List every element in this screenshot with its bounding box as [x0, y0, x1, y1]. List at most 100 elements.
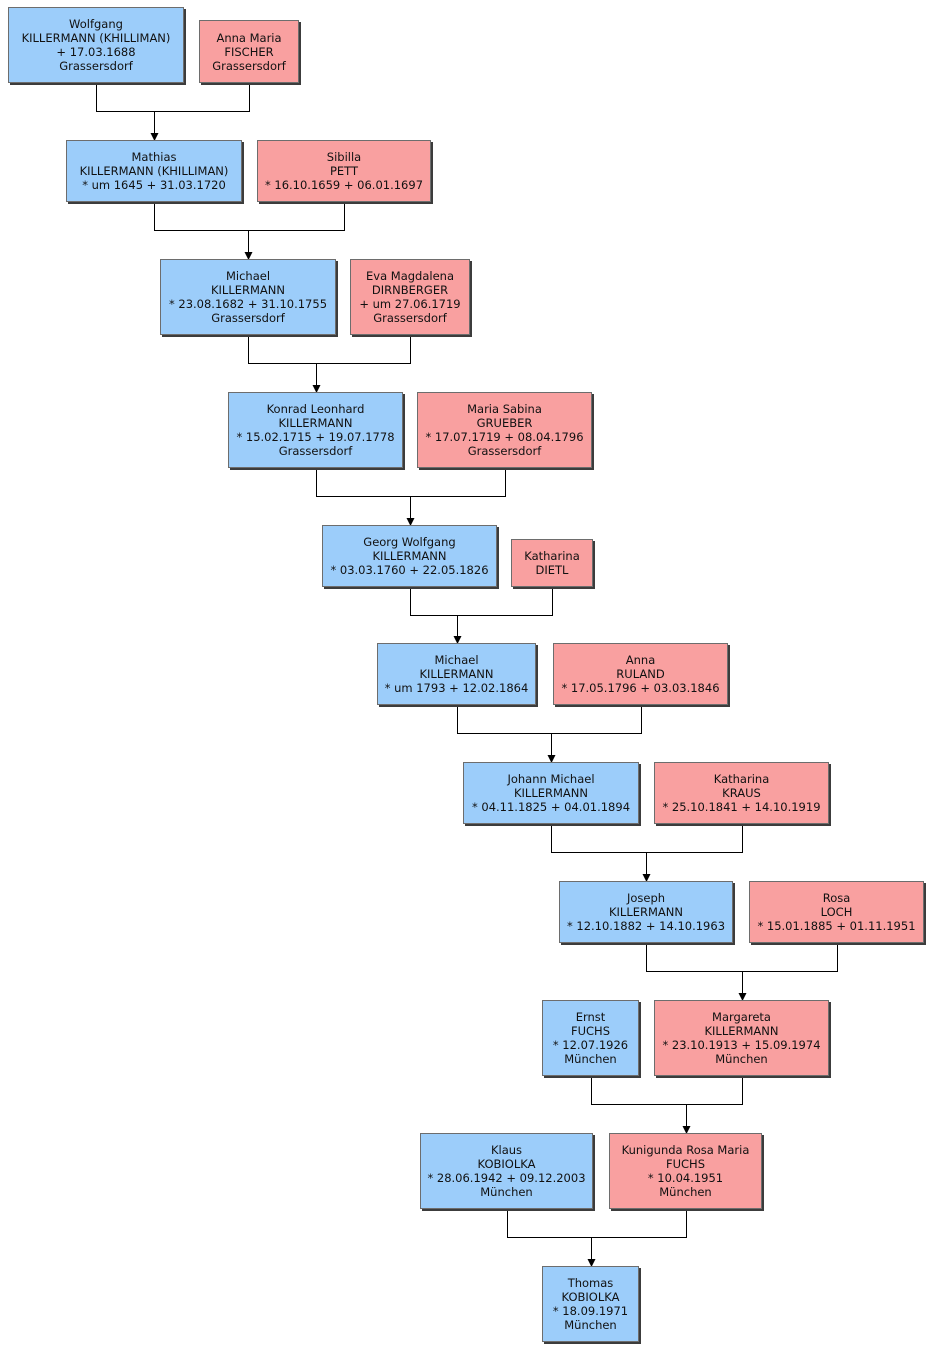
person-text-line: Sibilla — [326, 150, 362, 164]
person-text-line: Michael — [434, 653, 479, 667]
couple-connector — [591, 1076, 743, 1105]
person-text-line: KILLERMANN — [372, 549, 447, 563]
person-text-line: * 04.11.1825 + 04.01.1894 — [471, 800, 631, 814]
couple-connector — [316, 468, 506, 497]
person-text-line: * 12.10.1882 + 14.10.1963 — [566, 919, 726, 933]
person-text-line: Johann Michael — [507, 772, 595, 786]
person-text-line: GRUEBER — [476, 416, 533, 430]
person-text-line: LOCH — [820, 905, 853, 919]
person-text-line: + um 27.06.1719 — [359, 297, 461, 311]
person-text-line: KILLERMANN — [514, 786, 588, 800]
person-text-line: * um 1645 + 31.03.1720 — [82, 178, 226, 192]
couple-connector — [551, 824, 743, 853]
person-text-line: KILLERMANN — [609, 905, 683, 919]
person-text-line: * 23.08.1682 + 31.10.1755 — [168, 297, 328, 311]
person-text-line: München — [564, 1318, 617, 1332]
person-text-line: Mathias — [131, 150, 177, 164]
person-text-line: * 25.10.1841 + 14.10.1919 — [662, 800, 821, 814]
person-text-line: + 17.03.1688 — [56, 45, 136, 59]
person-text-line: PETT — [329, 164, 359, 178]
person-text-line: Grassersdorf — [59, 59, 133, 73]
person-text-line: Grassersdorf — [373, 311, 447, 325]
person-text-line: KILLERMANN — [211, 283, 285, 297]
person-text-line: KOBIOLKA — [561, 1290, 620, 1304]
person-text-line: Katharina — [713, 772, 770, 786]
person-text-line: Anna Maria — [216, 30, 282, 45]
person-text-line: * um 1793 + 12.02.1864 — [384, 681, 529, 695]
person-text-line: Grassersdorf — [211, 311, 285, 325]
person-text-line: KILLERMANN — [419, 667, 494, 681]
person-text-line: Joseph — [626, 891, 666, 905]
person-text-line: Grassersdorf — [467, 444, 542, 458]
person-text-line: KILLERMANN — [704, 1024, 779, 1038]
person-text-line: * 03.03.1760 + 22.05.1826 — [330, 563, 489, 577]
person-text-line: * 17.07.1719 + 08.04.1796 — [425, 430, 584, 444]
person-text-line: * 16.10.1659 + 06.01.1697 — [264, 178, 424, 192]
person-text-line: KRAUS — [722, 786, 761, 800]
person-text-line: * 17.05.1796 + 03.03.1846 — [561, 681, 720, 695]
person-text-line: * 18.09.1971 — [552, 1304, 629, 1318]
person-text-line: FISCHER — [224, 44, 274, 59]
couple-connector — [248, 335, 411, 364]
person-text-line: * 28.06.1942 + 09.12.2003 — [427, 1171, 586, 1185]
person-text-line: Maria Sabina — [467, 402, 542, 416]
couple-connector — [410, 587, 553, 616]
couple-connector — [646, 943, 838, 972]
person-text-line: München — [480, 1185, 533, 1199]
person-text-line: Ernst — [575, 1010, 606, 1024]
person-text-line: Thomas — [567, 1276, 614, 1290]
person-text-line: Georg Wolfgang — [363, 535, 456, 549]
person-text-line: Rosa — [822, 891, 851, 905]
person-text-line: DIETL — [535, 563, 569, 577]
person-text-line: * 12.07.1926 — [552, 1038, 629, 1052]
person-text-line: Eva Magdalena — [366, 269, 454, 283]
couple-connector — [457, 705, 642, 734]
person-text-line: KILLERMANN (KHILLIMAN) — [79, 164, 229, 178]
person-text-line: * 23.10.1913 + 15.09.1974 — [662, 1038, 821, 1052]
person-text-line: München — [715, 1052, 768, 1066]
person-text-line: Grassersdorf — [212, 58, 286, 73]
person-text-line: * 15.02.1715 + 19.07.1778 — [236, 430, 395, 444]
person-text-line: FUCHS — [570, 1024, 610, 1038]
person-text-line: München — [564, 1052, 617, 1066]
couple-connector — [96, 83, 250, 112]
person-text-line: Michael — [225, 269, 271, 283]
person-text-line: Katharina — [524, 549, 580, 563]
person-text-line: RULAND — [616, 667, 665, 681]
person-text-line: KOBIOLKA — [477, 1157, 536, 1171]
person-text-line: Anna — [625, 653, 656, 667]
couple-connector — [507, 1209, 687, 1238]
couple-connector — [154, 202, 345, 231]
person-text-line: Konrad Leonhard — [266, 402, 365, 416]
person-text-line: Kunigunda Rosa Maria — [621, 1143, 750, 1157]
person-text-line: Grassersdorf — [278, 444, 353, 458]
person-text-line: München — [659, 1185, 712, 1199]
person-text-line: Klaus — [490, 1143, 523, 1157]
person-text-line: KILLERMANN (KHILLIMAN) — [21, 31, 171, 45]
person-text-line: * 10.04.1951 — [647, 1171, 724, 1185]
person-text-line: * 15.01.1885 + 01.11.1951 — [757, 919, 916, 933]
person-text-line: DIRNBERGER — [371, 283, 449, 297]
